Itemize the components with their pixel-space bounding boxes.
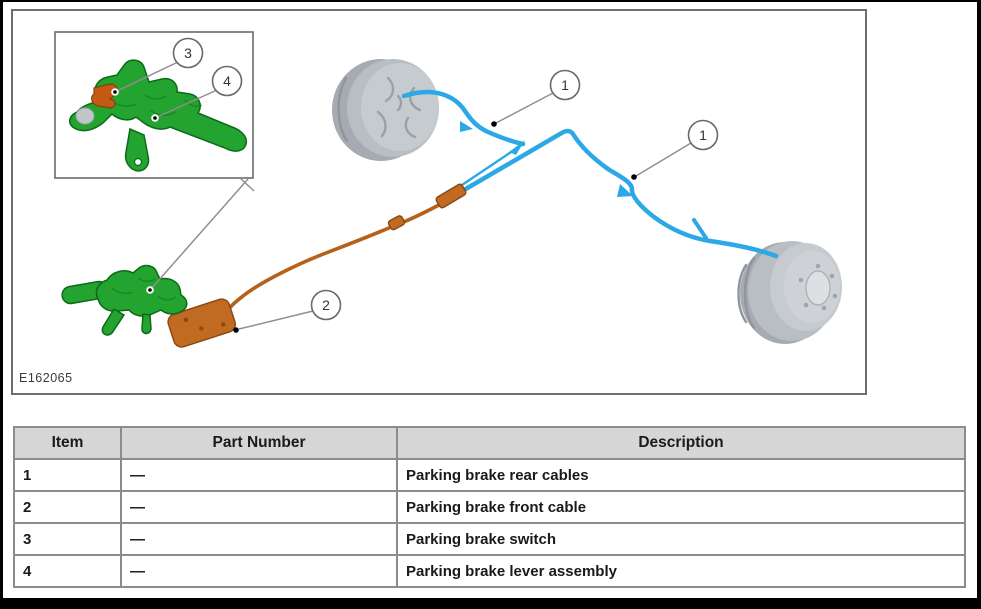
callout-4: 4	[211, 65, 243, 97]
lever-bracket	[167, 298, 236, 348]
cell-item: 4	[13, 554, 122, 588]
cell-part-number: —	[120, 458, 398, 492]
cell-part-number: —	[120, 554, 398, 588]
cell-description: Parking brake lever assembly	[396, 554, 966, 588]
svg-text:2: 2	[322, 297, 330, 313]
parking-brake-lever-inset	[69, 59, 248, 172]
header-part-number: Part Number	[120, 426, 398, 460]
callout-1-left: 1	[549, 69, 581, 101]
svg-text:1: 1	[561, 77, 569, 93]
callout-1-right: 1	[687, 119, 719, 151]
figure-id-label: E162065	[19, 371, 73, 385]
parking-brake-rear-cables	[401, 89, 779, 259]
svg-text:1: 1	[699, 127, 707, 143]
cell-part-number: —	[120, 490, 398, 524]
callouts: 1 1 2 3 4	[111, 37, 719, 333]
rear-cable-right	[449, 128, 779, 259]
cable-bead	[387, 215, 406, 231]
svg-text:4: 4	[223, 73, 231, 89]
parking-brake-switch-part	[91, 83, 118, 109]
left-wheel-drum	[332, 59, 439, 161]
table-row: 2 — Parking brake front cable	[13, 490, 966, 524]
cell-item: 1	[13, 458, 122, 492]
cell-description: Parking brake switch	[396, 522, 966, 556]
cell-item: 2	[13, 490, 122, 524]
cell-part-number: —	[120, 522, 398, 556]
callout-3: 3	[172, 37, 204, 69]
parts-table: Item Part Number Description 1 — Parking…	[13, 426, 966, 588]
callout-2: 2	[310, 289, 342, 321]
right-wheel-drum	[737, 241, 842, 344]
parking-brake-diagram: 1 1 2 3 4	[11, 9, 867, 395]
inset-box	[54, 31, 255, 290]
svg-text:3: 3	[184, 45, 192, 61]
table-row: 1 — Parking brake rear cables	[13, 458, 966, 492]
cell-description: Parking brake front cable	[396, 490, 966, 524]
lever-pivot-pad	[75, 107, 95, 125]
table-row: 4 — Parking brake lever assembly	[13, 554, 966, 588]
parking-brake-lever-main	[61, 264, 188, 336]
cell-item: 3	[13, 522, 122, 556]
diagram-frame	[11, 9, 867, 395]
rear-cable-left	[401, 89, 526, 147]
cable-equalizer	[435, 183, 467, 209]
cell-description: Parking brake rear cables	[396, 458, 966, 492]
header-description: Description	[396, 426, 966, 460]
table-header-row: Item Part Number Description	[13, 426, 966, 460]
parking-brake-front-cable	[224, 183, 467, 314]
table-row: 3 — Parking brake switch	[13, 522, 966, 556]
header-item: Item	[13, 426, 122, 460]
